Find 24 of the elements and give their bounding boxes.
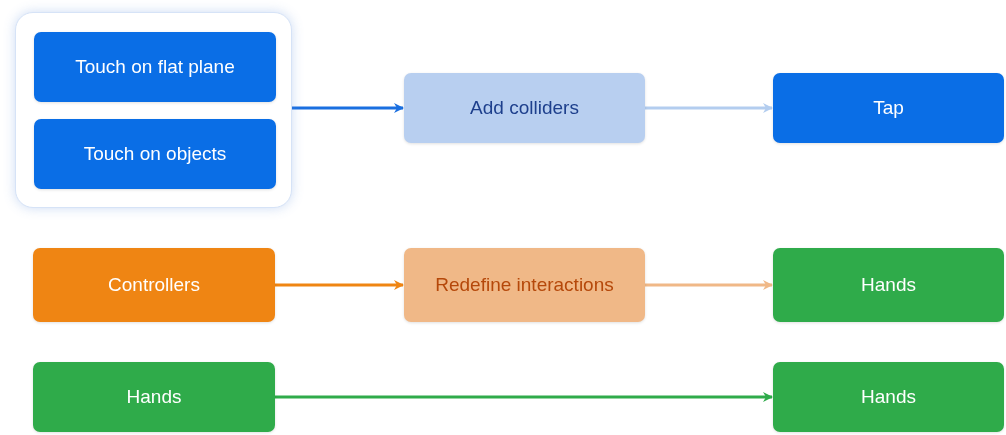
node-label: Add colliders: [470, 96, 579, 120]
node-label: Hands: [861, 385, 916, 409]
arrow: [645, 280, 773, 290]
arrow: [275, 280, 404, 290]
process-box: [34, 119, 276, 189]
node-label: Touch on flat plane: [75, 55, 235, 79]
process-box: [33, 248, 275, 322]
arrow: [275, 392, 773, 402]
process-box: [773, 362, 1004, 432]
process-box: [34, 32, 276, 102]
process-box: [773, 248, 1004, 322]
node-label: Hands: [861, 273, 916, 297]
node-label: Tap: [873, 96, 904, 120]
process-box: [773, 73, 1004, 143]
node-label: Touch on objects: [83, 142, 227, 166]
arrow: [292, 103, 404, 113]
node-label: Controllers: [108, 273, 200, 297]
process-box: [33, 362, 275, 432]
node-label: Hands: [126, 385, 182, 409]
group-panel: [15, 12, 292, 208]
arrow: [645, 103, 773, 113]
node-label: Redefine interactions: [435, 273, 614, 297]
process-box: [404, 73, 645, 143]
process-box: [404, 248, 645, 322]
